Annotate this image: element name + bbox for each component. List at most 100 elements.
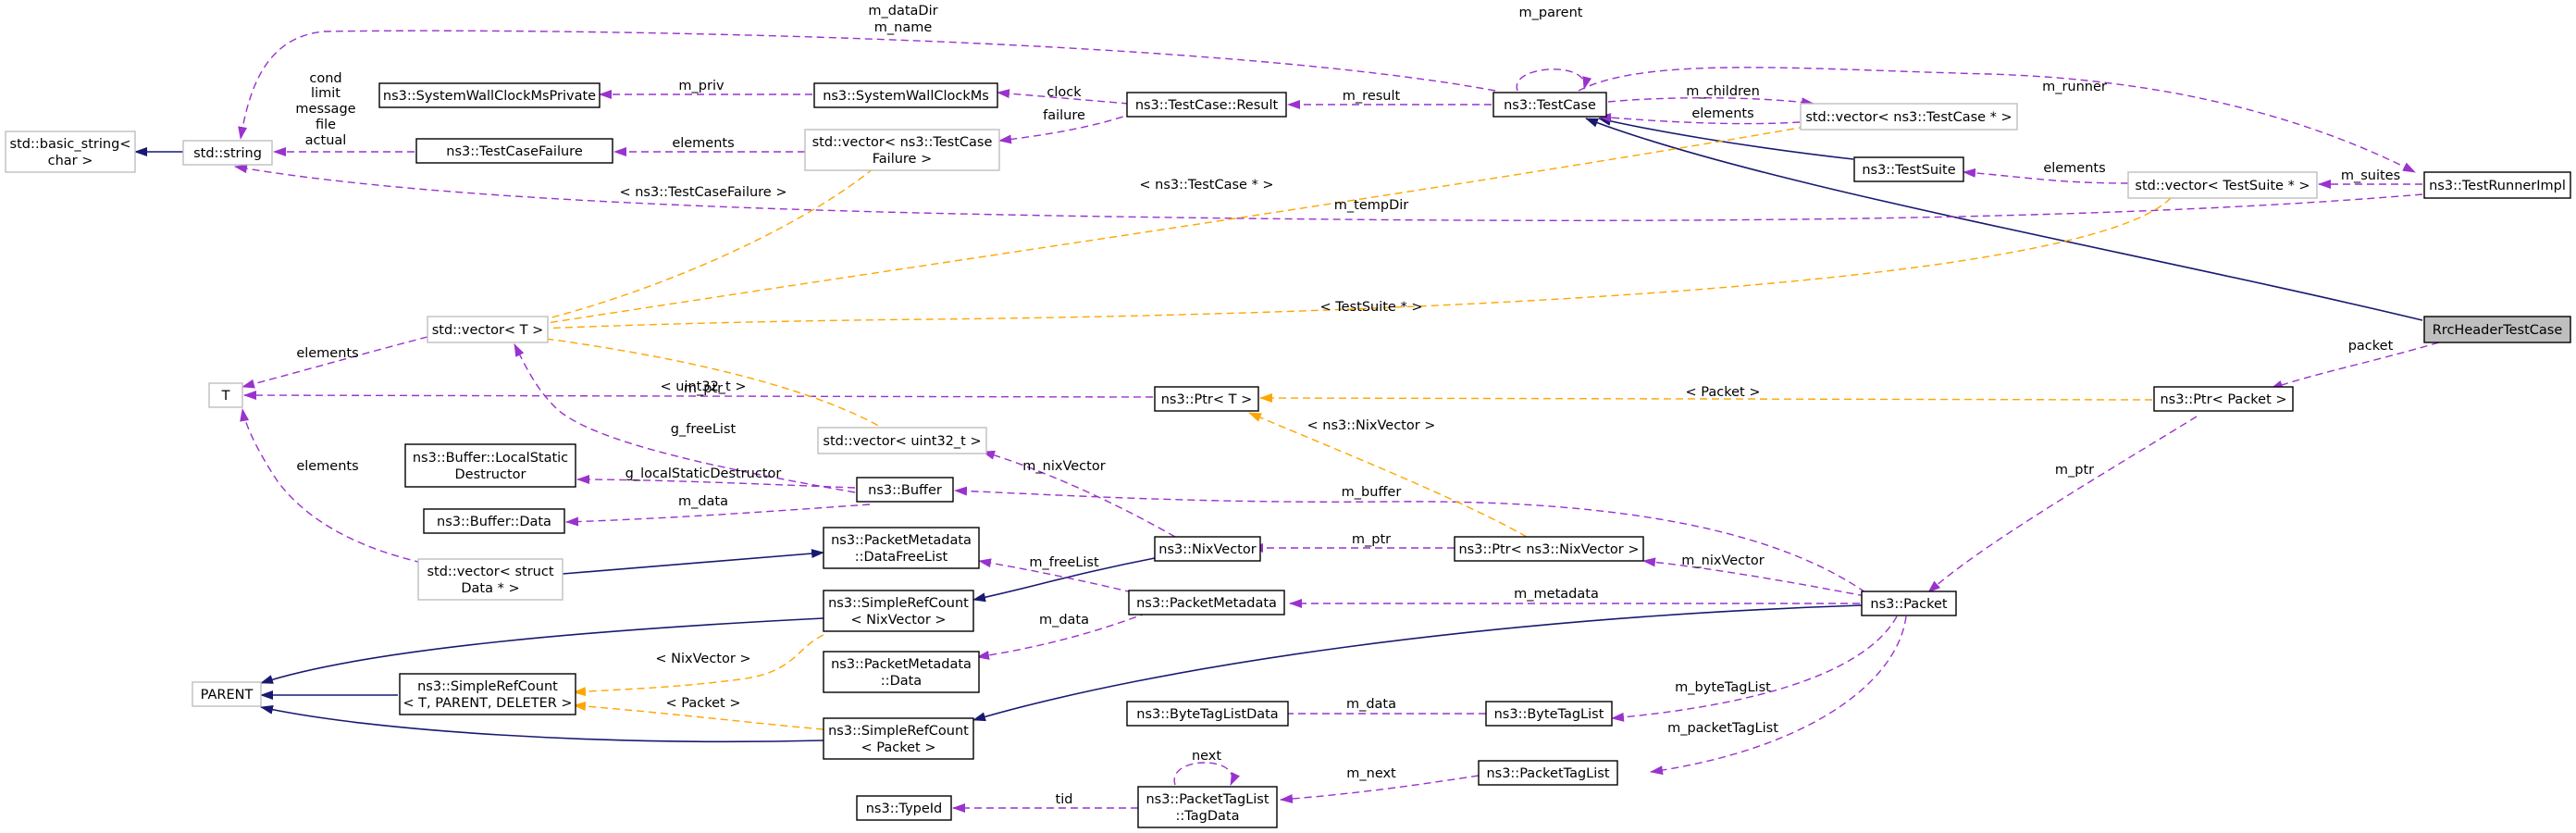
label-actual: actual — [305, 133, 347, 148]
svg-text:ns3::Buffer: ns3::Buffer — [868, 483, 942, 498]
node-packet[interactable]: ns3::Packet — [1861, 591, 1957, 616]
node-simplerefcount-nixvector[interactable]: ns3::SimpleRefCount < NixVector > — [823, 590, 974, 632]
svg-text:< Packet >: < Packet > — [861, 740, 936, 755]
label-name: m_name — [874, 20, 933, 35]
label-m-data-pm: m_data — [1039, 613, 1089, 628]
svg-text:< T, PARENT, DELETER >: < T, PARENT, DELETER > — [402, 696, 572, 711]
edge-ptrpacket-ptrt — [1259, 393, 2153, 404]
node-packetmetadata-data[interactable]: ns3::PacketMetadata ::Data — [823, 651, 980, 693]
node-testsuite[interactable]: ns3::TestSuite — [1853, 156, 1964, 182]
node-buffer-localstaticdestructor[interactable]: ns3::Buffer::LocalStatic Destructor — [404, 443, 576, 488]
label-m-buffer: m_buffer — [1342, 485, 1402, 500]
svg-text:Data * >: Data * > — [461, 581, 519, 596]
svg-text:ns3::TestCase: ns3::TestCase — [1504, 98, 1596, 113]
svg-text:ns3::PacketMetadata: ns3::PacketMetadata — [831, 657, 972, 672]
svg-text:ns3::Buffer::Data: ns3::Buffer::Data — [437, 515, 551, 529]
svg-text:ns3::PacketMetadata: ns3::PacketMetadata — [1136, 596, 1277, 611]
edge-buffer-lsd — [576, 475, 856, 489]
label-m-data-buf: m_data — [678, 494, 728, 509]
svg-text:ns3::Ptr< T >: ns3::Ptr< T > — [1161, 392, 1253, 407]
edge-vecstruct-dfl — [562, 549, 824, 575]
node-vector-testcasefailure[interactable]: std::vector< ns3::TestCase Failure > — [804, 129, 1000, 171]
label-m-children: m_children — [1686, 84, 1760, 99]
label-elements-vt: elements — [296, 346, 358, 361]
node-simplerefcount-packet[interactable]: ns3::SimpleRefCount < Packet > — [823, 717, 974, 760]
edge-rrc-ptrpacket — [2270, 342, 2440, 390]
node-testcasefailure[interactable]: ns3::TestCaseFailure — [415, 138, 613, 164]
node-buffer-data[interactable]: ns3::Buffer::Data — [423, 508, 565, 534]
label-m-data-btl: m_data — [1346, 697, 1396, 712]
label-m-result: m_result — [1343, 89, 1401, 104]
node-ptr-packet[interactable]: ns3::Ptr< Packet > — [2153, 386, 2294, 412]
svg-text:PARENT: PARENT — [201, 688, 254, 702]
edge-rrc-testcase — [1585, 118, 2423, 321]
node-bytetaglistdata[interactable]: ns3::ByteTagListData — [1126, 701, 1289, 727]
node-parent[interactable]: PARENT — [192, 681, 262, 707]
label-tpl-tcfailure: < ns3::TestCaseFailure > — [619, 185, 786, 200]
node-testcase[interactable]: ns3::TestCase — [1492, 92, 1607, 118]
node-vector-testsuite[interactable]: std::vector< TestSuite * > — [2127, 171, 2318, 199]
edge-testcase-runner — [1578, 67, 2416, 173]
label-m-priv: m_priv — [678, 79, 724, 93]
node-syswallclock[interactable]: ns3::SystemWallClockMs — [813, 82, 998, 108]
edge-vts-vt — [517, 197, 2172, 334]
node-string[interactable]: std::string — [182, 140, 273, 166]
edge-srcnix-parent — [260, 617, 824, 684]
label-elements-ts: elements — [2043, 161, 2105, 176]
node-t[interactable]: T — [208, 382, 243, 408]
node-basic-string[interactable]: std::basic_string< char > — [5, 131, 136, 173]
label-m-suites: m_suites — [2341, 168, 2400, 183]
edge-packet-ptrnix — [1642, 557, 1866, 597]
label-tid: tid — [1056, 792, 1073, 807]
node-nixvector[interactable]: ns3::NixVector — [1154, 536, 1261, 562]
svg-text:std::basic_string<: std::basic_string< — [10, 137, 131, 152]
node-packetmetadata[interactable]: ns3::PacketMetadata — [1128, 590, 1285, 615]
svg-text:ns3::SimpleRefCount: ns3::SimpleRefCount — [417, 679, 558, 694]
node-vector-uint32[interactable]: std::vector< uint32_t > — [817, 427, 987, 454]
node-syswallclock-private[interactable]: ns3::SystemWallClockMsPrivate — [378, 82, 601, 108]
node-testrunnerimpl[interactable]: ns3::TestRunnerImpl — [2423, 171, 2571, 199]
node-ptr-nixvector[interactable]: ns3::Ptr< ns3::NixVector > — [1454, 536, 1644, 562]
node-buffer[interactable]: ns3::Buffer — [856, 477, 954, 503]
edge-testcase-self — [1516, 68, 1592, 92]
edge-testsuite-testcase — [1598, 117, 1854, 160]
edge-pktmeta-pmdata — [976, 612, 1148, 660]
label-m-ptr-nix: m_ptr — [1352, 532, 1391, 547]
label-m-ptr-pkt: m_ptr — [2055, 463, 2094, 478]
node-ptr-t[interactable]: ns3::Ptr< T > — [1154, 386, 1259, 412]
edge-vt-t — [242, 336, 428, 389]
node-testcase-result[interactable]: ns3::TestCase::Result — [1126, 92, 1287, 118]
node-rrcheadertestcase[interactable]: RrcHeaderTestCase — [2423, 316, 2571, 343]
svg-text:ns3::PacketTagList: ns3::PacketTagList — [1146, 792, 1269, 807]
svg-text:ns3::SimpleRefCount: ns3::SimpleRefCount — [828, 724, 969, 739]
label-tpl-uint32: < uint32_t > — [661, 379, 747, 394]
node-vector-t[interactable]: std::vector< T > — [427, 316, 549, 343]
node-typeid[interactable]: ns3::TypeId — [856, 795, 952, 821]
svg-text:ns3::TestRunnerImpl: ns3::TestRunnerImpl — [2429, 179, 2566, 193]
label-elements-vtc: elements — [1691, 106, 1753, 121]
node-vector-struct-data[interactable]: std::vector< struct Data * > — [417, 558, 564, 601]
edge-ptrt-t — [243, 391, 1154, 401]
node-bytetaglist[interactable]: ns3::ByteTagList — [1485, 701, 1613, 727]
label-packet: packet — [2348, 339, 2394, 354]
node-packettaglist-tagdata[interactable]: ns3::PacketTagList ::TagData — [1137, 786, 1278, 828]
node-packettaglist[interactable]: ns3::PacketTagList — [1478, 760, 1618, 786]
svg-text:ns3::ByteTagList: ns3::ByteTagList — [1494, 707, 1604, 722]
svg-text:ns3::PacketTagList: ns3::PacketTagList — [1486, 766, 1609, 781]
edge-vecuint-vt — [517, 331, 889, 432]
svg-text:ns3::PacketMetadata: ns3::PacketMetadata — [831, 533, 972, 548]
svg-text:ns3::Ptr< Packet >: ns3::Ptr< Packet > — [2160, 392, 2286, 407]
label-tpl-nixvector-ptr: < ns3::NixVector > — [1307, 418, 1436, 433]
node-packetmetadata-datafreelist[interactable]: ns3::PacketMetadata ::DataFreeList — [823, 527, 980, 569]
edge-ptrnix-ptrt — [1248, 412, 1528, 538]
node-vector-testcase[interactable]: std::vector< ns3::TestCase * > — [1800, 103, 2018, 131]
label-tpl-nixvector: < NixVector > — [655, 652, 750, 666]
label-elements-fail: elements — [672, 136, 734, 151]
node-simplerefcount-t[interactable]: ns3::SimpleRefCount < T, PARENT, DELETER… — [399, 673, 576, 715]
svg-text:T: T — [221, 389, 230, 404]
edge-result-vecfailure — [998, 112, 1135, 144]
svg-text:std::vector< T >: std::vector< T > — [432, 323, 544, 338]
label-m-runner: m_runner — [2042, 80, 2107, 94]
